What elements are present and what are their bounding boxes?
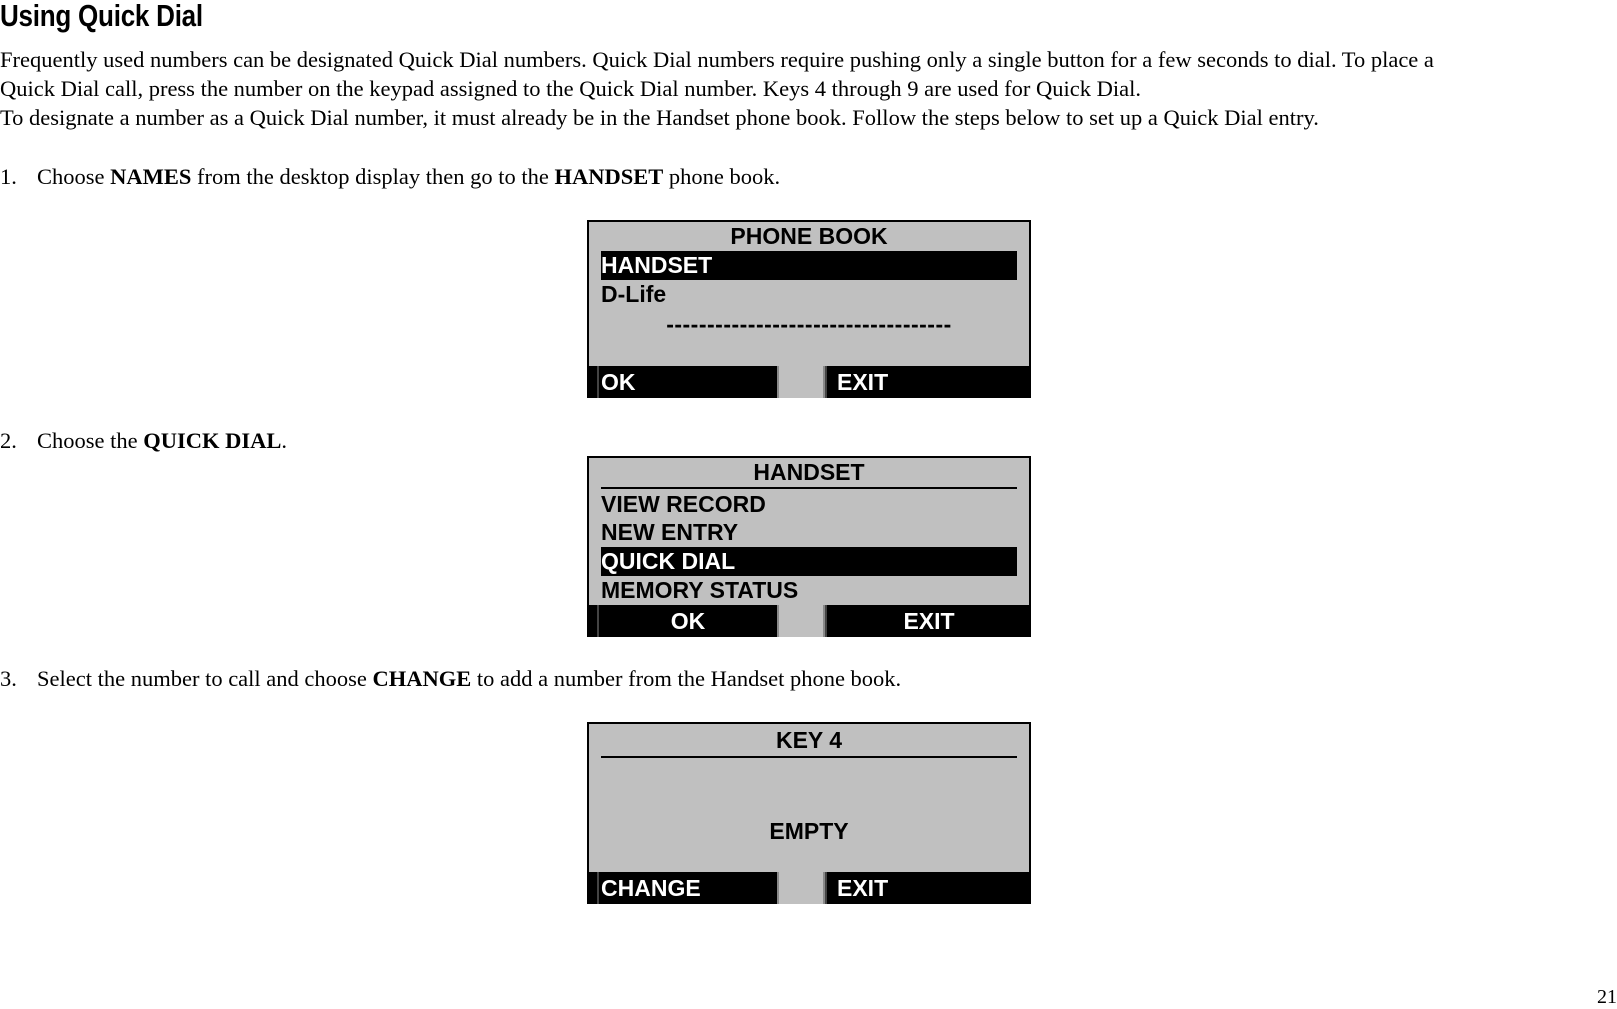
step-number: 1. bbox=[0, 164, 17, 189]
menu-item-handset[interactable]: HANDSET bbox=[601, 251, 1017, 280]
ok-softkey[interactable]: OK bbox=[597, 605, 777, 637]
menu-item-view-record[interactable]: VIEW RECORD bbox=[601, 491, 766, 517]
screen-title: HANDSET bbox=[601, 458, 1017, 489]
step-text: phone book. bbox=[663, 164, 781, 189]
step-3: 3. Select the number to call and choose C… bbox=[0, 666, 901, 692]
step-number: 3. bbox=[0, 666, 17, 691]
screen-title: KEY 4 bbox=[601, 726, 1017, 758]
exit-softkey[interactable]: EXIT bbox=[825, 872, 1031, 904]
softkey-bar: OK EXIT bbox=[587, 366, 1031, 398]
step-number: 2. bbox=[0, 428, 17, 453]
step-keyword-handset: HANDSET bbox=[554, 164, 664, 189]
intro-line-3: To designate a number as a Quick Dial nu… bbox=[0, 105, 1319, 130]
softkey-gap bbox=[777, 872, 825, 904]
step-text: to add a number from the Handset phone b… bbox=[471, 666, 902, 691]
screen-title: PHONE BOOK bbox=[730, 223, 888, 249]
separator-line: ----------------------------------- bbox=[666, 311, 952, 337]
step-keyword-change: CHANGE bbox=[372, 666, 472, 691]
menu-item-d-life[interactable]: D-Life bbox=[601, 281, 667, 307]
page-number: 21 bbox=[1597, 986, 1617, 1008]
exit-softkey[interactable]: EXIT bbox=[825, 366, 1031, 398]
step-keyword-quick-dial: QUICK DIAL bbox=[143, 428, 282, 453]
softkey-bar: CHANGE EXIT bbox=[587, 872, 1031, 904]
change-softkey[interactable]: CHANGE bbox=[597, 872, 777, 904]
softkey-bar: OK EXIT bbox=[587, 605, 1031, 637]
ok-softkey[interactable]: OK bbox=[597, 366, 777, 398]
softkey-edge bbox=[587, 872, 597, 904]
step-2: 2. Choose the QUICK DIAL. bbox=[0, 428, 287, 454]
menu-item-quick-dial[interactable]: QUICK DIAL bbox=[601, 547, 1017, 576]
menu-item-new-entry[interactable]: NEW ENTRY bbox=[601, 519, 739, 545]
softkey-edge bbox=[587, 605, 597, 637]
menu-item-memory-status[interactable]: MEMORY STATUS bbox=[601, 577, 799, 603]
phone-book-screen: PHONE BOOK HANDSET D-Life --------------… bbox=[587, 220, 1031, 398]
intro-line-2: Quick Dial call, press the number on the… bbox=[0, 76, 1141, 101]
step-text: Choose the bbox=[37, 428, 144, 453]
softkey-edge bbox=[587, 366, 597, 398]
intro-line-1: Frequently used numbers can be designate… bbox=[0, 47, 1434, 72]
empty-slot-text: EMPTY bbox=[769, 818, 849, 844]
step-text: Choose bbox=[37, 164, 111, 189]
page-title: Using Quick Dial bbox=[0, 0, 203, 33]
step-text: . bbox=[281, 428, 288, 453]
step-text: from the desktop display then go to the bbox=[191, 164, 555, 189]
step-1: 1. Choose NAMES from the desktop display … bbox=[0, 164, 780, 190]
step-text: Select the number to call and choose bbox=[37, 666, 373, 691]
quick-dial-key-screen: KEY 4 EMPTY CHANGE EXIT bbox=[587, 722, 1031, 904]
softkey-gap bbox=[777, 605, 825, 637]
step-keyword-names: NAMES bbox=[110, 164, 192, 189]
handset-menu-screen: HANDSET VIEW RECORD NEW ENTRY QUICK DIAL… bbox=[587, 456, 1031, 637]
exit-softkey[interactable]: EXIT bbox=[825, 605, 1031, 637]
softkey-gap bbox=[777, 366, 825, 398]
